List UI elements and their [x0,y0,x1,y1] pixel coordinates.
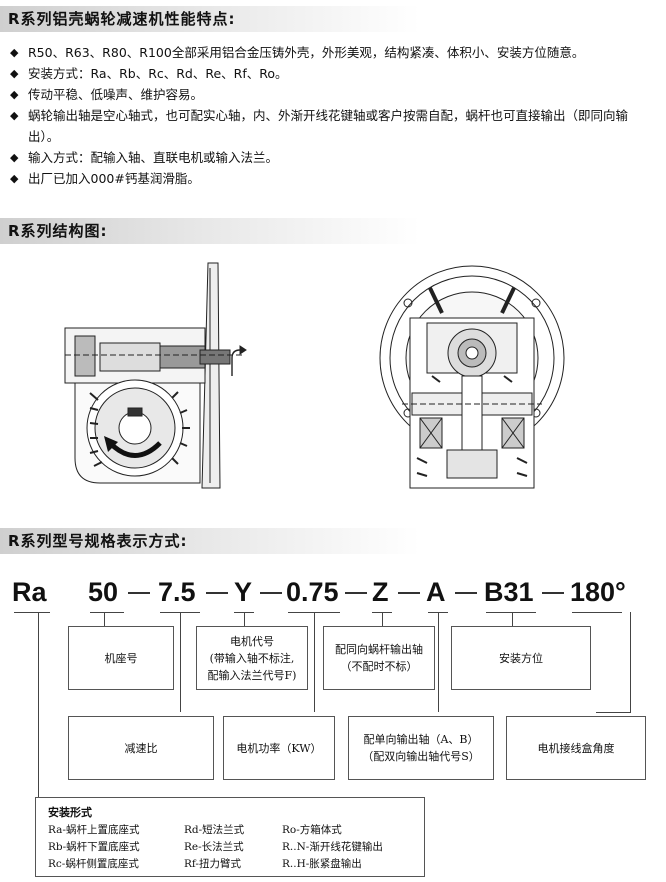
feature-item: ◆蜗轮输出轴是空心轴式，也可配实心轴，内、外渐开线花键轴或客户按需自配，蜗杆也可… [10,105,660,147]
feature-item: ◆安装方式：Ra、Rb、Rc、Rd、Re、Rf、Ro。 [10,63,660,84]
diamond-bullet-icon: ◆ [10,172,19,185]
connector-line [180,612,181,712]
connector-line [438,612,439,712]
code-separator [345,592,367,594]
connector-line [596,712,631,713]
structure-title: R系列结构图: [0,218,420,244]
legend-title: 安装形式 [48,806,92,819]
model-title: R系列型号规格表示方式: [0,528,420,554]
code-output: A [426,577,446,607]
code-ratio: 7.5 [158,577,196,607]
legend-item: Rf-扭力臂式 [184,858,241,870]
box-motor-power: 电机功率（KW） [223,716,335,780]
feature-item: ◆出厂已加入000#钙基润滑脂。 [10,168,660,189]
code-separator [398,592,420,594]
code-power: 0.75 [286,577,339,607]
code-same-dir: Z [372,577,389,607]
box-frame: 机座号 [68,626,174,690]
feature-item: ◆输入方式：配输入轴、直联电机或输入法兰。 [10,147,660,168]
box-terminal-angle: 电机接线盒角度 [506,716,646,780]
legend-item: Rc-蜗杆侧置底座式 [48,858,139,870]
legend-item: R..H-胀紧盘输出 [282,858,362,870]
legend-item: Rd-短法兰式 [184,824,245,836]
model-code-row: Ra 50 7.5 Y 0.75 Z A B31 180° [0,576,666,616]
diamond-bullet-icon: ◆ [10,151,19,164]
code-separator [260,592,282,594]
box-ratio: 减速比 [68,716,214,780]
connector-line [244,612,245,626]
legend-item: Rb-蜗杆下置底座式 [48,841,140,853]
features-title: R系列铝壳蜗轮减速机性能特点: [0,6,420,32]
legend-item: Ra-蜗杆上置底座式 [48,824,140,836]
box-motor-code: 电机代号 (带输入轴不标注, 配输入法兰代号F) [196,626,308,690]
connector-line [104,612,105,626]
code-frame-size: 50 [88,577,119,607]
connector-line [38,612,39,798]
mount-type-legend: 安装形式 Ra-蜗杆上置底座式 Rd-短法兰式 Ro-方箱体式 Rb-蜗杆下置底… [35,797,425,877]
side-section-drawing [64,262,247,489]
box-same-direction: 配同向蜗杆输出轴 （不配时不标） [323,626,435,690]
code-underline [486,612,536,613]
box-mount-position: 安装方位 [451,626,591,690]
code-underline [90,612,124,613]
code-position: B31 [484,577,534,607]
code-underline [14,612,50,613]
code-separator [455,592,477,594]
diamond-bullet-icon: ◆ [10,46,19,59]
legend-item: R..N-渐开线花键输出 [282,841,383,853]
code-separator [206,592,228,594]
code-separator [128,592,150,594]
code-motor: Y [234,577,253,607]
connector-line [382,612,383,626]
code-mount-type: Ra [12,577,47,607]
code-underline [572,612,622,613]
diamond-bullet-icon: ◆ [10,88,19,101]
code-separator [542,592,564,594]
legend-item: Ro-方箱体式 [282,824,342,836]
connector-line [512,612,513,626]
diamond-bullet-icon: ◆ [10,109,19,122]
legend-item: Re-长法兰式 [184,841,244,853]
code-angle: 180° [570,577,626,607]
feature-item: ◆传动平稳、低噪声、维护容易。 [10,84,660,105]
front-section-drawing [379,265,565,489]
box-output-shaft: 配单向输出轴（A、B） （配双向输出轴代号S） [348,716,494,780]
feature-item: ◆R50、R63、R80、R100全部采用铝合金压铸外壳，外形美观，结构紧凑、体… [10,42,660,63]
features-list: ◆R50、R63、R80、R100全部采用铝合金压铸外壳，外形美观，结构紧凑、体… [10,42,660,189]
connector-line [630,612,631,712]
connector-line [314,612,315,712]
diamond-bullet-icon: ◆ [10,67,19,80]
